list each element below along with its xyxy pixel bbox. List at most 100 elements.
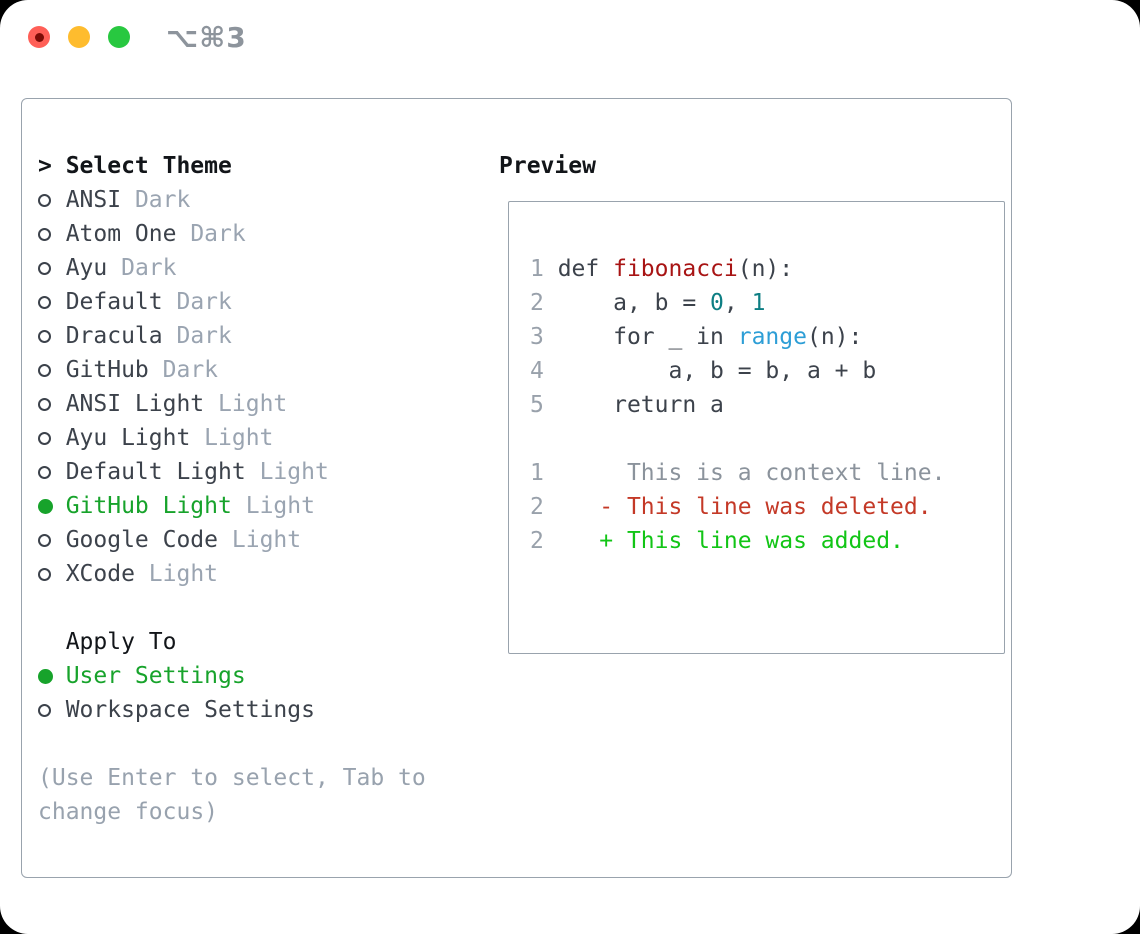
theme-option-google-code[interactable]: Google Code Light (38, 523, 426, 557)
minimize-button[interactable] (68, 26, 90, 48)
apply-to-header: Apply To (65, 629, 177, 655)
preview-line: 1 This is a context line. (530, 456, 1004, 490)
theme-variant-tag: Light (148, 561, 219, 587)
apply-option-user-settings[interactable]: User Settings (38, 659, 426, 693)
line-number: 1 (530, 256, 544, 282)
theme-option-label: Atom One (65, 221, 177, 247)
apply-option-workspace-settings[interactable]: Workspace Settings (38, 693, 426, 727)
theme-option-label: Ayu Light (65, 425, 191, 451)
theme-variant-tag: Dark (176, 323, 232, 349)
theme-option-label: ANSI Light (65, 391, 205, 417)
code-token: - This line was deleted. (543, 494, 932, 520)
line-number: 3 (530, 324, 544, 350)
code-token: fibonacci (613, 256, 738, 282)
theme-option-github[interactable]: GitHub Dark (38, 353, 426, 387)
label-gap (135, 557, 149, 591)
theme-option-ayu-light[interactable]: Ayu Light Light (38, 421, 426, 455)
theme-option-ansi[interactable]: ANSI Dark (38, 183, 426, 217)
radio-unselected-icon (38, 261, 51, 275)
preview-line: 4 a, b = b, a + b (530, 354, 1004, 388)
code-token: , (723, 290, 752, 316)
theme-variant-tag: Dark (121, 255, 177, 281)
theme-option-label: GitHub (65, 357, 149, 383)
theme-option-ayu[interactable]: Ayu Dark (38, 251, 426, 285)
close-active-dot-icon (34, 32, 44, 42)
radio-slot (38, 251, 66, 285)
theme-option-default[interactable]: Default Dark (38, 285, 426, 319)
preview-line: 5 return a (530, 388, 1004, 422)
titlebar: ⌥⌘3 (0, 0, 1140, 70)
window-title: ⌥⌘3 (166, 21, 247, 54)
theme-option-atom-one[interactable]: Atom One Dark (38, 217, 426, 251)
code-token: (n): (806, 324, 863, 350)
radio-slot (38, 557, 66, 591)
radio-unselected-icon (38, 295, 51, 309)
label-gap (149, 353, 163, 387)
theme-option-label: Dracula (65, 323, 163, 349)
radio-slot (38, 693, 66, 727)
theme-option-dracula[interactable]: Dracula Dark (38, 319, 426, 353)
code-token: for _ in (543, 324, 738, 350)
code-token: 0 (710, 290, 724, 316)
preview-line: 3 for _ in range(n): (530, 320, 1004, 354)
label-gap (163, 319, 177, 353)
keyboard-hint-line-1: (Use Enter to select, Tab to (38, 765, 426, 791)
label-gap (190, 421, 204, 455)
code-token: + This line was added. (543, 528, 904, 554)
radio-unselected-icon (38, 567, 51, 581)
radio-unselected-icon (38, 363, 51, 377)
radio-slot (38, 353, 66, 387)
radio-unselected-icon (38, 703, 51, 717)
radio-slot (38, 183, 66, 217)
theme-variant-tag: Light (259, 459, 329, 485)
theme-option-label: ANSI (65, 187, 122, 213)
label-gap (121, 183, 135, 217)
radio-selected-icon (38, 498, 53, 514)
theme-option-github-light[interactable]: GitHub Light Light (38, 489, 426, 523)
radio-unselected-icon (38, 193, 51, 207)
label-gap (246, 455, 260, 489)
spacer (38, 727, 426, 761)
radio-unselected-icon (38, 329, 51, 343)
preview-line: 2 + This line was added. (530, 524, 1004, 558)
apply-option-label: User Settings (65, 663, 246, 689)
radio-slot (38, 523, 66, 557)
radio-unselected-icon (38, 431, 51, 445)
label-gap (107, 251, 121, 285)
line-number: 2 (530, 528, 544, 554)
keyboard-hint-line-2: change focus) (38, 799, 219, 825)
preview-line: 1 def fibonacci(n): (530, 252, 1004, 286)
select-theme-header-row: > Select Theme (38, 149, 426, 183)
preview-line: 2 - This line was deleted. (530, 490, 1004, 524)
apply-option-label: Workspace Settings (65, 697, 315, 723)
apply-to-header-row: Apply To (38, 625, 426, 659)
theme-variant-tag: Light (218, 391, 288, 417)
preview-line (530, 422, 1004, 456)
theme-option-default-light[interactable]: Default Light Light (38, 455, 426, 489)
preview-header: Preview (499, 153, 596, 179)
preview-line: 2 a, b = 0, 1 (530, 286, 1004, 320)
theme-variant-tag: Dark (162, 357, 219, 383)
theme-variant-tag: Light (245, 493, 315, 519)
code-token: def (543, 256, 614, 282)
code-token: return a (543, 392, 724, 418)
zoom-button[interactable] (108, 26, 130, 48)
prompt-caret-icon: > (38, 153, 52, 179)
label-gap (232, 489, 246, 523)
theme-option-label: GitHub Light (65, 493, 232, 519)
label-gap (163, 285, 177, 319)
theme-variant-tag: Dark (190, 221, 246, 247)
theme-variant-tag: Dark (134, 187, 191, 213)
close-button[interactable] (28, 26, 50, 48)
select-theme-header: Select Theme (65, 153, 232, 179)
theme-option-xcode[interactable]: XCode Light (38, 557, 426, 591)
theme-option-label: Ayu (65, 255, 108, 281)
radio-unselected-icon (38, 397, 51, 411)
line-number: 2 (530, 290, 544, 316)
theme-option-ansi-light[interactable]: ANSI Light Light (38, 387, 426, 421)
radio-slot (38, 387, 66, 421)
